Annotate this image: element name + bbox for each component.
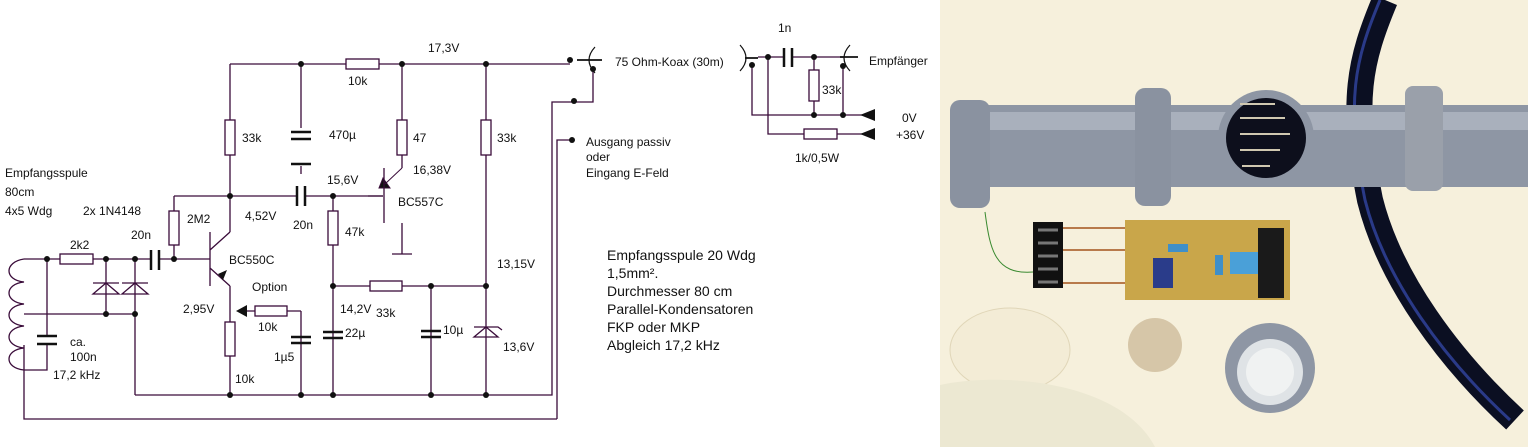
r-33k-left-label: 33k bbox=[242, 131, 262, 145]
c-10u-label: 10µ bbox=[443, 323, 463, 337]
note-line: 1,5mm². bbox=[607, 265, 658, 281]
r-33k-mid-label: 33k bbox=[376, 306, 396, 320]
cable-highlight bbox=[1352, 0, 1512, 422]
circuit-board bbox=[1125, 220, 1290, 300]
v-0-label: 0V bbox=[902, 111, 917, 125]
coil-label-1: Empfangsspule bbox=[5, 166, 88, 180]
grey-pipe bbox=[950, 86, 1528, 208]
notes: Empfangsspule 20 Wdg 1,5mm². Durchmesser… bbox=[607, 247, 756, 353]
sponge-ball bbox=[1128, 318, 1182, 372]
loose-parts bbox=[940, 307, 1315, 447]
coax-label: 75 Ohm-Koax (30m) bbox=[615, 55, 724, 69]
zener-label: 13,6V bbox=[503, 340, 534, 354]
r-33k-rx-label: 33k bbox=[822, 83, 842, 97]
r-33k-right-label: 33k bbox=[497, 131, 517, 145]
option-label: Option bbox=[252, 280, 287, 294]
terminal-block bbox=[1033, 222, 1063, 288]
note-line: Parallel-Kondensatoren bbox=[607, 301, 753, 317]
output-label-3: Eingang E-Feld bbox=[586, 166, 669, 180]
bc557-emitter-voltage: 16,38V bbox=[413, 163, 451, 177]
v-36-label: +36V bbox=[896, 128, 924, 142]
receiver-label: Empfänger bbox=[869, 54, 928, 68]
output-label-2: oder bbox=[586, 150, 610, 164]
note-line: Empfangsspule 20 Wdg bbox=[607, 247, 756, 263]
r-47k-label: 47k bbox=[345, 225, 365, 239]
wires bbox=[23, 56, 875, 420]
r-2k2-label: 2k2 bbox=[70, 238, 90, 252]
bc550-collector-voltage: 4,52V bbox=[245, 209, 276, 223]
rail-voltage: 17,3V bbox=[428, 41, 459, 55]
white-disc bbox=[940, 379, 1155, 447]
v-14-2-label: 14,2V bbox=[340, 302, 371, 316]
c-22u-label: 22µ bbox=[345, 326, 365, 340]
bc557-base-voltage: 15,6V bbox=[327, 173, 358, 187]
circuit-schematic: Empfangsspule 80cm 4x5 Wdg 2x 1N4148 2k2… bbox=[5, 21, 928, 420]
wires bbox=[1063, 227, 1125, 284]
c-470u-label: 470µ bbox=[329, 128, 356, 142]
c-tank-label-1: ca. bbox=[70, 335, 86, 349]
device-photo bbox=[940, 0, 1528, 447]
r-10k-emitter-label: 10k bbox=[235, 372, 255, 386]
diodes-label: 2x 1N4148 bbox=[83, 204, 141, 218]
c-20n-input-label: 20n bbox=[131, 228, 151, 242]
c-tank-label-2: 100n bbox=[70, 350, 97, 364]
r-2m2-label: 2M2 bbox=[187, 212, 211, 226]
note-line: FKP oder MKP bbox=[607, 319, 700, 335]
bc550c-label: BC550C bbox=[229, 253, 275, 267]
output-label-1: Ausgang passiv bbox=[586, 135, 671, 149]
c-1u5-label: 1µ5 bbox=[274, 350, 295, 364]
c-tank-label-3: 17,2 kHz bbox=[53, 368, 100, 382]
c-20n-coupling-label: 20n bbox=[293, 218, 313, 232]
coil-label-2: 80cm bbox=[5, 185, 34, 199]
r-1k-label: 1k/0,5W bbox=[795, 151, 840, 165]
coil-label-3: 4x5 Wdg bbox=[5, 204, 52, 218]
resistors bbox=[59, 58, 838, 357]
c-1n-label: 1n bbox=[778, 21, 791, 35]
junction-dots bbox=[44, 54, 846, 398]
bc557c-label: BC557C bbox=[398, 195, 444, 209]
bc550-emitter-voltage: 2,95V bbox=[183, 302, 214, 316]
capacitors bbox=[37, 48, 794, 346]
semiconductors bbox=[8, 44, 875, 371]
v-13-15-label: 13,15V bbox=[497, 257, 535, 271]
component-labels: Empfangsspule 80cm 4x5 Wdg 2x 1N4148 2k2… bbox=[5, 21, 928, 386]
black-cable bbox=[1346, 0, 1524, 430]
r-47-label: 47 bbox=[413, 131, 427, 145]
note-line: Abgleich 17,2 kHz bbox=[607, 337, 720, 353]
r-10k-top-label: 10k bbox=[348, 74, 368, 88]
note-line: Durchmesser 80 cm bbox=[607, 283, 732, 299]
r-10k-option-label: 10k bbox=[258, 320, 278, 334]
green-wire bbox=[984, 211, 1034, 273]
